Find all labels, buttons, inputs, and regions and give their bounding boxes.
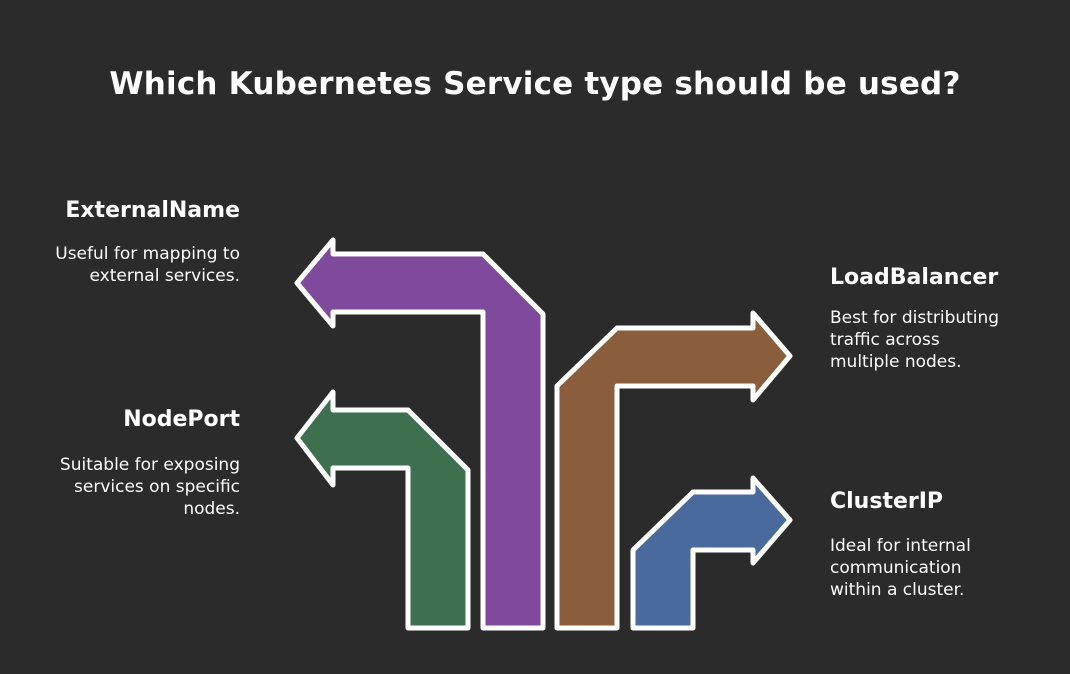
- externalname-label: ExternalName: [65, 198, 240, 223]
- nodeport-arrow-fill: [297, 392, 468, 628]
- clusterip-description: Ideal for internal communication within …: [830, 536, 971, 600]
- diagram-title: Which Kubernetes Service type should be …: [109, 66, 961, 102]
- nodeport-label: NodePort: [123, 407, 240, 432]
- clusterip-arrow-fill: [633, 478, 790, 628]
- externalname-arrow-fill: [297, 240, 543, 628]
- clusterip-arrow: [630, 475, 793, 631]
- nodeport-arrow-outline: [294, 389, 471, 631]
- clusterip-arrow-outline: [630, 475, 793, 631]
- loadbalancer-arrow: [554, 310, 793, 631]
- loadbalancer-arrow-outline: [554, 310, 793, 631]
- clusterip-label: ClusterIP: [830, 489, 944, 514]
- nodeport-arrow: [294, 389, 471, 631]
- loadbalancer-label: LoadBalancer: [830, 265, 999, 290]
- nodeport-description: Suitable for exposing services on specif…: [59, 455, 240, 519]
- externalname-arrow: [294, 237, 546, 631]
- loadbalancer-description: Best for distributing traffic across mul…: [830, 308, 1000, 372]
- externalname-arrow-outline: [294, 237, 546, 631]
- externalname-description: Useful for mapping to external services.: [55, 244, 240, 286]
